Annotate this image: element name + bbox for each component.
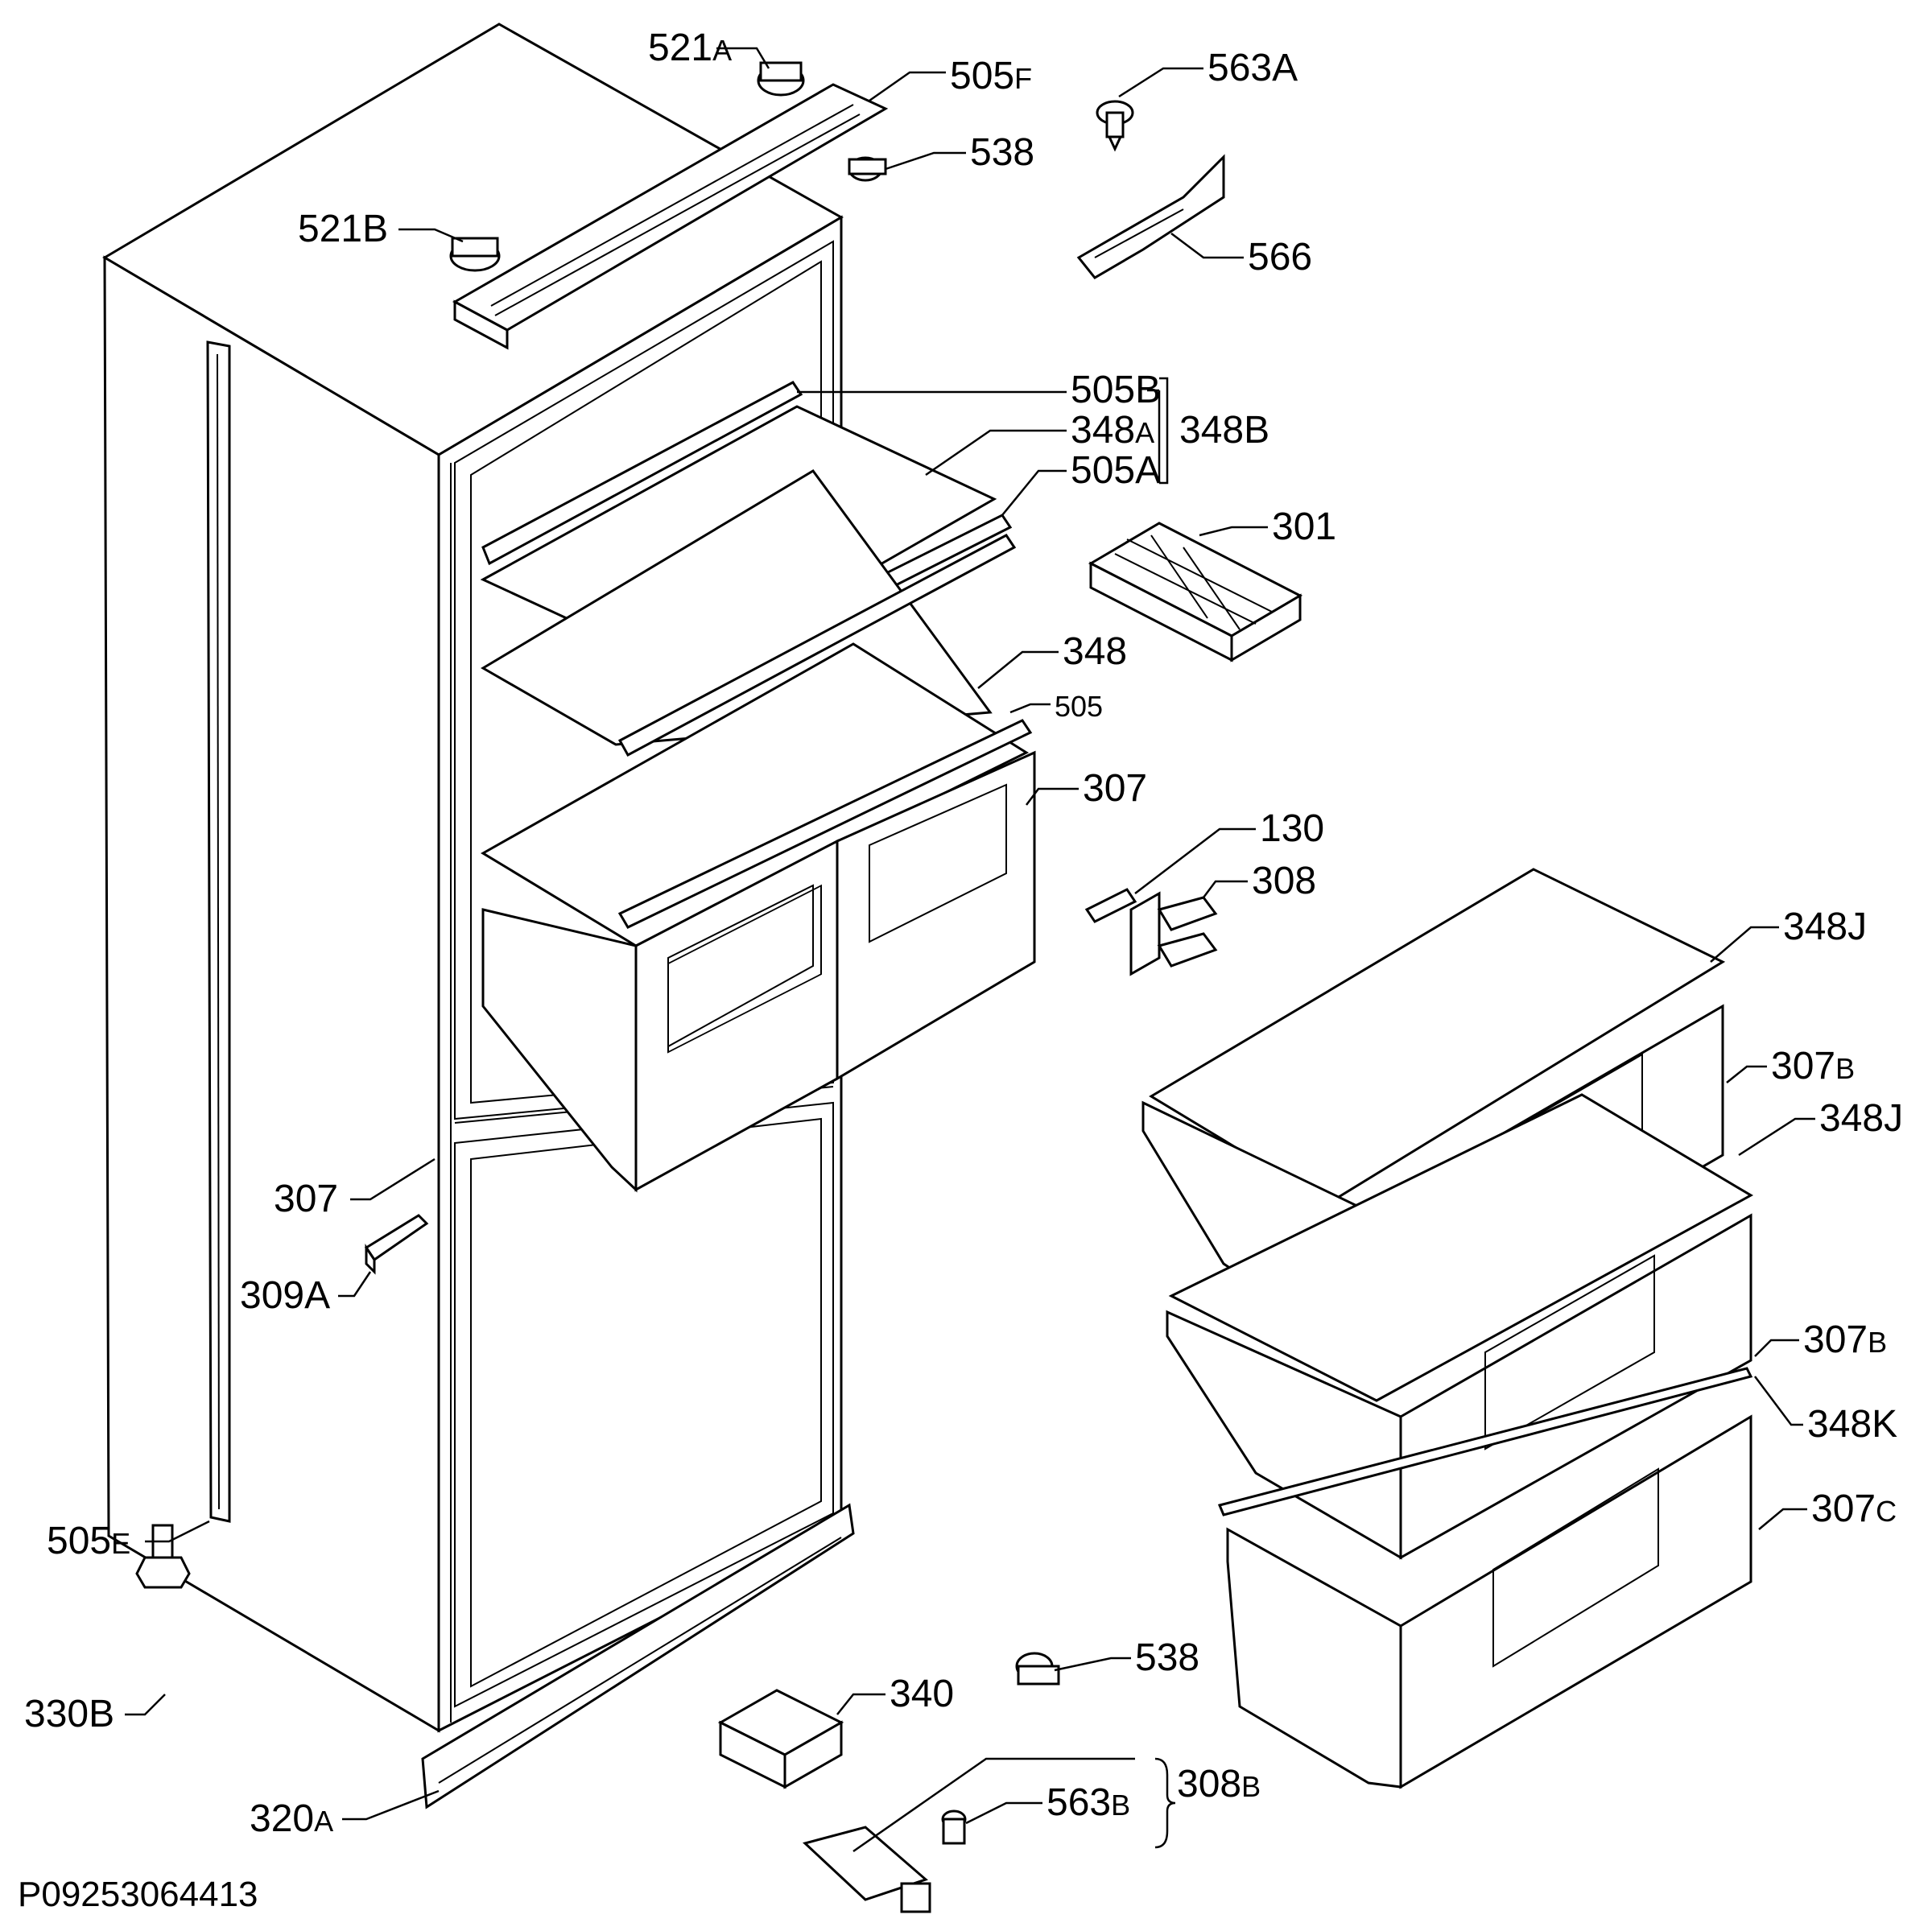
callout-348b: 348B	[1179, 409, 1269, 452]
drawer-307-upper	[481, 642, 1036, 1193]
callout-566: 566	[1248, 236, 1312, 279]
callout-521b: 521B	[298, 208, 388, 250]
leader-lines	[125, 47, 1815, 1853]
callout-348a: 348A	[1071, 409, 1154, 452]
callout-505e: 505E	[47, 1520, 130, 1562]
callout-563b: 563B	[1046, 1781, 1130, 1824]
hinge-308b	[802, 1826, 931, 1913]
callout-307b-1: 307B	[1771, 1045, 1855, 1087]
hinge-cap-521b	[449, 237, 501, 272]
drawer-handle-309a	[364, 1214, 429, 1275]
brace-308b	[1154, 1757, 1176, 1849]
screw-563b	[941, 1809, 967, 1845]
callout-307c: 307C	[1811, 1488, 1897, 1530]
callout-labels: 521A 505F 563A 538 521B 566 505B 348A 34…	[24, 27, 1903, 1840]
hinge-pin-538-bottom	[1015, 1652, 1060, 1686]
callout-307b-2: 307B	[1803, 1318, 1887, 1361]
callout-340: 340	[890, 1673, 954, 1715]
callout-301: 301	[1272, 505, 1336, 548]
callout-308b: 308B	[1177, 1763, 1261, 1805]
callout-521a: 521A	[648, 27, 732, 69]
kick-plate-320a	[421, 1503, 855, 1809]
callout-505: 505	[1055, 690, 1103, 723]
callout-538-top: 538	[970, 131, 1034, 174]
hinge-cap-521a	[757, 61, 805, 97]
callout-538-bottom: 538	[1135, 1636, 1199, 1679]
drawer-stack-right	[1141, 868, 1754, 1789]
callout-309a: 309A	[240, 1274, 330, 1317]
callout-505a: 505A	[1071, 449, 1161, 492]
block-340	[717, 1689, 844, 1789]
callout-348j-2: 348J	[1819, 1097, 1903, 1140]
ice-scraper-566	[1076, 154, 1225, 279]
ice-cube-tray	[1088, 522, 1303, 662]
callout-348k: 348K	[1807, 1403, 1897, 1446]
brace-348b	[1159, 377, 1169, 485]
hinge-pin-538-top	[848, 156, 887, 182]
callout-307-top: 307	[1083, 767, 1147, 810]
callout-505f: 505F	[950, 55, 1032, 97]
callout-308: 308	[1252, 860, 1316, 902]
callout-563a: 563A	[1208, 47, 1298, 89]
hinge-bracket-308	[1084, 888, 1218, 976]
screw-563a	[1096, 100, 1134, 152]
callout-348j-1: 348J	[1783, 906, 1867, 948]
callout-348: 348	[1063, 630, 1127, 673]
callout-320a: 320A	[250, 1797, 333, 1840]
callout-330b: 330B	[24, 1693, 114, 1735]
door-gasket-strip	[206, 340, 231, 1523]
callout-130: 130	[1260, 807, 1324, 850]
callout-307-left: 307	[274, 1178, 338, 1220]
top-hinge-rail	[452, 83, 889, 350]
drawing-reference-number: P09253064413	[18, 1875, 258, 1914]
callout-505b: 505B	[1071, 369, 1161, 411]
